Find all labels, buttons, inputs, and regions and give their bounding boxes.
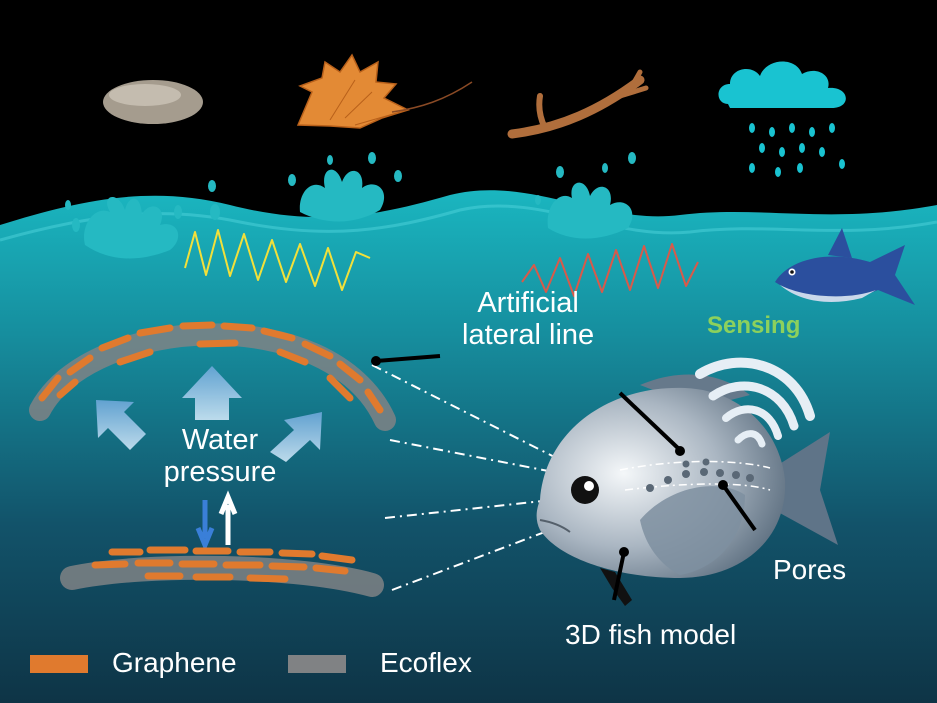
graphene-swatch — [30, 655, 88, 673]
red-signal-trace — [521, 243, 699, 297]
legend-ecoflex-label: Ecoflex — [380, 647, 472, 678]
sensing-waves-icon — [695, 357, 815, 448]
pores-label: Pores — [773, 554, 847, 585]
rain-cloud-icon — [718, 61, 846, 177]
ecoflex-swatch — [288, 655, 346, 673]
bent-sensor — [29, 321, 396, 431]
wave-crest — [0, 204, 937, 242]
artificial-lateral-line-label: Artificial lateral line — [462, 287, 595, 352]
water-label-line2: pressure — [163, 455, 277, 488]
shark-icon — [775, 228, 915, 305]
yellow-signal-trace — [184, 229, 371, 291]
splash-right-icon — [535, 152, 636, 239]
leaf-icon — [296, 53, 473, 129]
pressure-arrows-icon — [96, 366, 322, 462]
fish-model-icon — [536, 374, 838, 606]
flat-sensor — [60, 546, 384, 597]
artificial-label-line1: Artificial — [477, 287, 579, 319]
twig-icon — [507, 69, 649, 139]
up-down-arrows-icon — [195, 490, 238, 552]
water-pressure-label: Water pressure — [150, 424, 290, 489]
sensing-label: Sensing — [707, 312, 801, 339]
water-label-line1: Water — [181, 424, 259, 456]
legend-graphene-label: Graphene — [112, 647, 237, 678]
splash-middle-icon — [288, 152, 402, 222]
artificial-label-line2: lateral line — [462, 318, 595, 351]
rock-icon — [103, 80, 203, 124]
fish-model-label: 3D fish model — [565, 619, 737, 650]
splash-left-icon — [65, 180, 220, 259]
artificial-line-pointer — [371, 354, 441, 366]
